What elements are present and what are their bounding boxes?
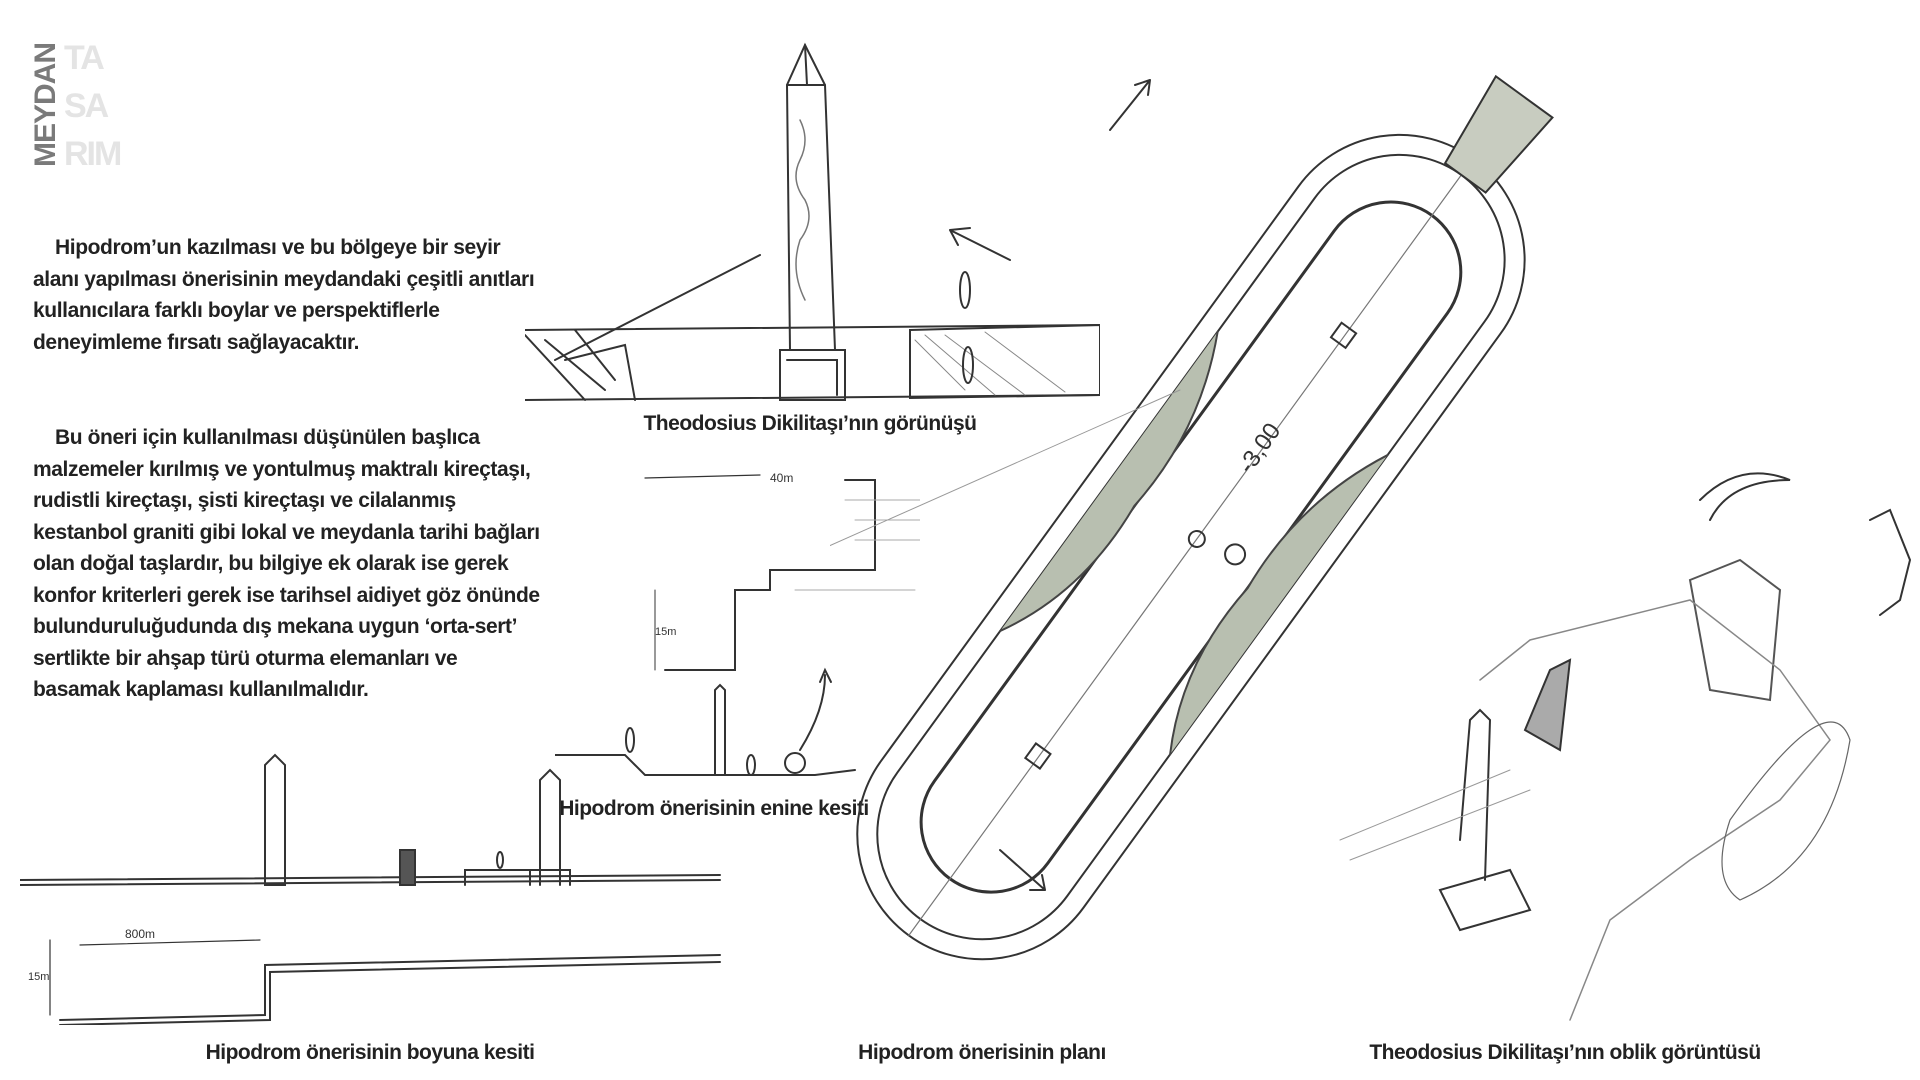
cross-width-note: 40m bbox=[770, 471, 793, 485]
long-width-note: 800m bbox=[125, 927, 155, 941]
obelisk-oblique-sketch bbox=[1339, 472, 1912, 1021]
intro-paragraph: Hipodrom’un kazılması ve bu bölgeye bir … bbox=[33, 232, 543, 358]
elevation-caption: Theodosius Dikilitaşı’nın görünüşü bbox=[643, 412, 977, 435]
logo-line: TA bbox=[64, 39, 105, 77]
logo-line: SA bbox=[64, 87, 109, 125]
long-section-caption: Hipodrom önerisinin boyuna kesiti bbox=[205, 1041, 535, 1064]
logo: MEYDAN TA SA RIM bbox=[29, 39, 140, 180]
materials-paragraph: Bu öneri için kullanılması düşünülen baş… bbox=[33, 422, 543, 706]
cross-section-caption: Hipodrom önerisinin enine kesiti bbox=[559, 797, 869, 820]
long-section-sketch: 800m 15m bbox=[20, 753, 721, 1025]
oblique-caption: Theodosius Dikilitaşı’nın oblik görüntüs… bbox=[1369, 1041, 1761, 1064]
obelisk-elevation-sketch bbox=[525, 42, 1100, 401]
plan-caption: Hipodrom önerisinin planı bbox=[858, 1041, 1106, 1064]
long-height-note: 15m bbox=[28, 971, 49, 983]
paragraph-text: Hipodrom’un kazılması ve bu bölgeye bir … bbox=[33, 236, 535, 354]
cross-height-note: 15m bbox=[655, 626, 676, 638]
logo-meydan: MEYDAN bbox=[29, 43, 62, 168]
hippodrome-plan-sketch: -3,00 bbox=[830, 74, 1554, 961]
logo-line: RIM bbox=[64, 135, 122, 173]
paragraph-text: Bu öneri için kullanılması düşünülen baş… bbox=[33, 426, 540, 701]
cross-section-sketch: 40m 15m bbox=[555, 471, 920, 776]
